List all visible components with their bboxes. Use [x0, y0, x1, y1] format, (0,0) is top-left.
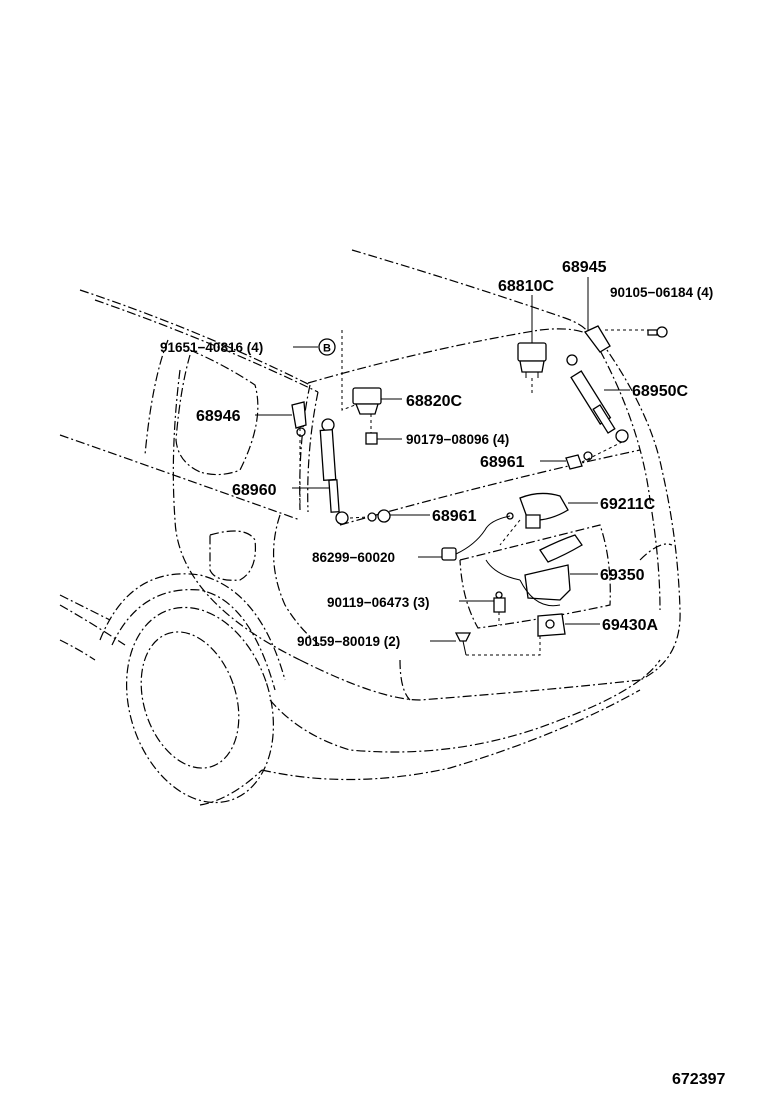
- callout-labels: 68945 68810C 90105−06184 (4) 91651−40816…: [160, 259, 713, 649]
- label-90159-80019: 90159−80019 (2): [297, 634, 400, 649]
- part-90179-nut: [365, 432, 378, 445]
- leader-lines: [255, 277, 630, 642]
- label-68946: 68946: [196, 408, 241, 425]
- label-91651-40816: 91651−40816 (4): [160, 340, 263, 355]
- label-68950c: 68950C: [632, 383, 688, 400]
- label-68945: 68945: [562, 259, 607, 276]
- part-68810c-hinge: [517, 342, 547, 378]
- b-mark-circle: [318, 338, 336, 356]
- part-68950c-stay: [566, 354, 629, 443]
- part-69211c-handle: [506, 492, 569, 529]
- label-68960: 68960: [232, 482, 277, 499]
- part-90105-bolt: [647, 326, 668, 338]
- label-90119-06473: 90119−06473 (3): [327, 595, 429, 610]
- part-68945-bracket: [583, 325, 611, 353]
- label-68961-lower: 68961: [432, 508, 477, 525]
- part-69430a-striker: [537, 613, 566, 637]
- label-69430a: 69430A: [602, 617, 658, 634]
- part-68820c-hinge: [352, 387, 382, 415]
- label-90105-06184: 90105−06184 (4): [610, 285, 713, 300]
- diagram-reference-number: 672397: [672, 1071, 725, 1088]
- part-68960-stay: [319, 418, 349, 525]
- label-86299-60020: 86299−60020: [312, 550, 395, 565]
- label-69350: 69350: [600, 567, 645, 584]
- part-69350-lock: [519, 534, 583, 607]
- part-90159-screw: [454, 632, 472, 656]
- vehicle-body-outline: [59, 249, 681, 806]
- part-68961-ballstud-lower: [367, 509, 391, 523]
- label-68810c: 68810C: [498, 278, 554, 295]
- label-69211c: 69211C: [600, 496, 656, 513]
- b-mark: B: [323, 343, 331, 355]
- part-68946-stopper: [291, 401, 307, 437]
- part-68961-ballstud-upper: [565, 451, 593, 470]
- label-68820c: 68820C: [406, 393, 462, 410]
- part-90119-bolt: [493, 591, 506, 613]
- label-90179-08096: 90179−08096 (4): [406, 432, 509, 447]
- installation-lines: [299, 329, 648, 656]
- part-86299-wire-clamp: [441, 515, 521, 581]
- label-68961-upper: 68961: [480, 454, 525, 471]
